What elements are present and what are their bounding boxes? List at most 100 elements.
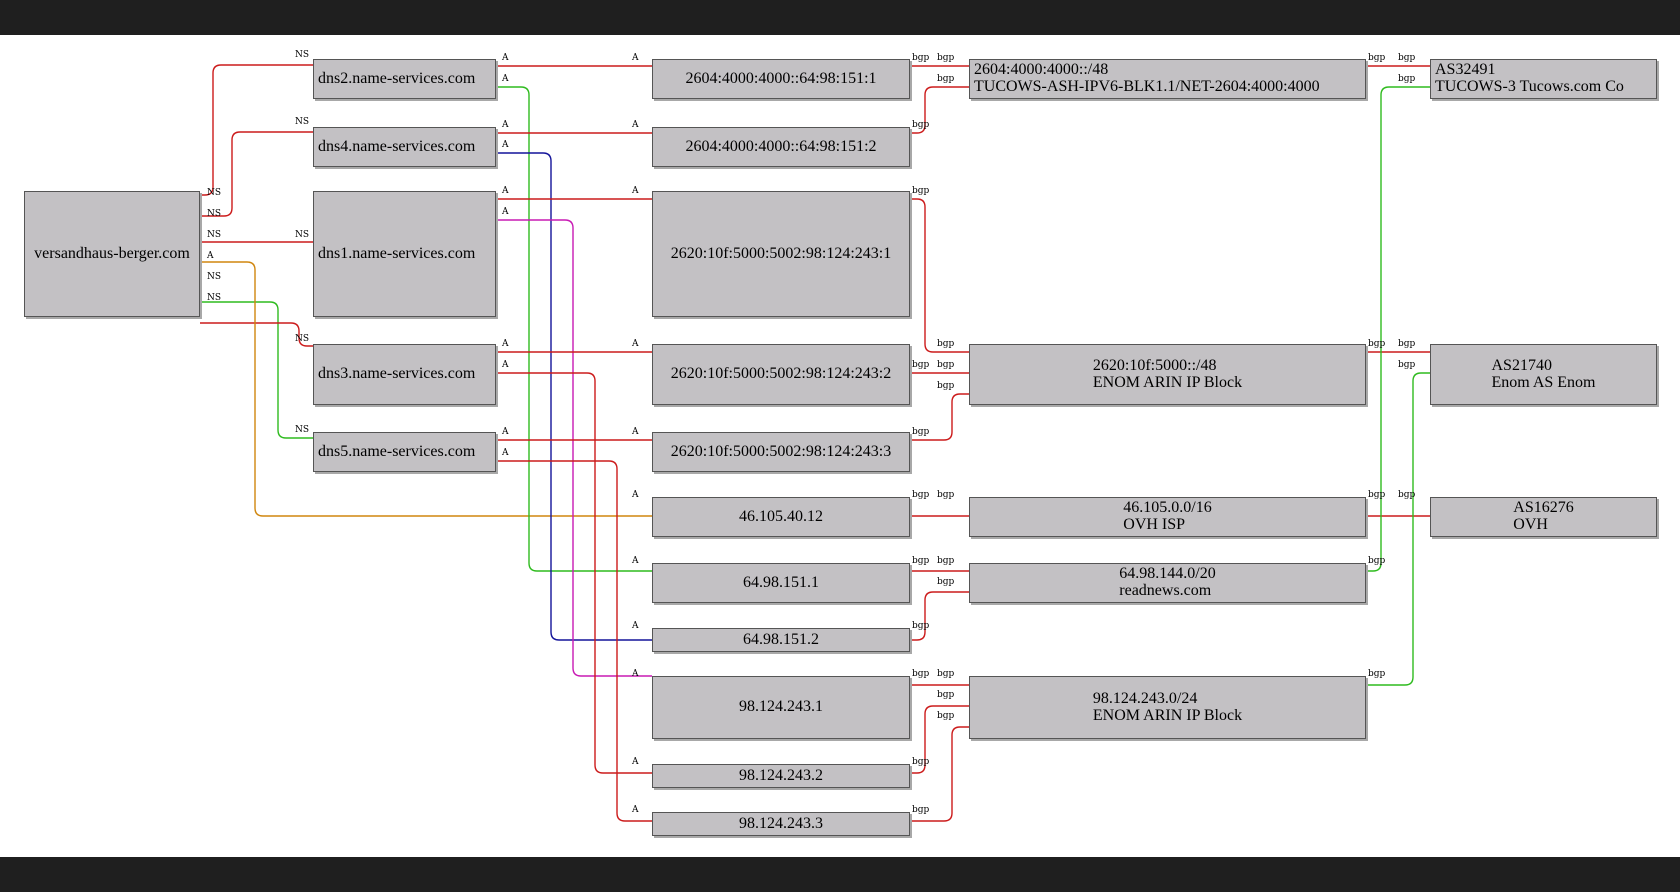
domain-node[interactable]: versandhaus-berger.com: [24, 191, 200, 317]
edge-label: A: [631, 621, 639, 631]
ip-node-2620-3[interactable]: 2620:10f:5000:5002:98:124:243:3: [652, 432, 910, 472]
as-name: TUCOWS-3 Tucows.com Co: [1435, 78, 1624, 95]
edge-label: A: [501, 74, 509, 84]
ip-node-98-124-1[interactable]: 98.124.243.1: [652, 676, 910, 739]
network-prefix: 2604:4000:4000::/48: [974, 61, 1109, 79]
edge-label: bgp: [912, 490, 930, 500]
edge-label: A: [631, 186, 639, 196]
edge-label: NS: [207, 272, 221, 282]
domain-node-label: versandhaus-berger.com: [34, 244, 190, 262]
edge-label: bgp: [1368, 669, 1386, 679]
nameserver-node-dns2[interactable]: dns2.name-services.com: [313, 59, 496, 99]
nameserver-label: dns3.name-services.com: [318, 365, 476, 383]
a-edge-dns3-ip4-4: [496, 372, 652, 774]
edge-label: bgp: [912, 805, 930, 815]
ip-label: 64.98.151.1: [743, 573, 819, 591]
edge-label: bgp: [1368, 339, 1386, 349]
a-edge-dns4-ip4-2: [496, 152, 652, 641]
ns-edge-dns3: [200, 322, 313, 347]
ip-label: 2620:10f:5000:5002:98:124:243:1: [670, 244, 892, 262]
ip-node-2620-1[interactable]: 2620:10f:5000:5002:98:124:243:1: [652, 191, 910, 317]
edge-label: bgp: [937, 53, 955, 63]
edges-layer: NSNSNSANSNSNSNSNSNSNSAAAAAAAAAAAAAAAAAAA…: [200, 50, 1430, 822]
ip-node-98-124-3[interactable]: 98.124.243.3: [652, 812, 910, 836]
edge-label: bgp: [937, 490, 955, 500]
edge-label: A: [631, 120, 639, 130]
edge-label: bgp: [1398, 339, 1416, 349]
nameserver-label: dns5.name-services.com: [318, 442, 476, 460]
edge-label: A: [631, 490, 639, 500]
edge-label: bgp: [937, 577, 955, 587]
bgp-edge-ip4-5: [910, 726, 969, 822]
ip-label: 2604:4000:4000::64:98:151:1: [685, 69, 877, 87]
edge-label: bgp: [912, 556, 930, 566]
edge-label: A: [631, 339, 639, 349]
edge-label: A: [206, 251, 214, 261]
network-name: ENOM ARIN IP Block: [1092, 706, 1243, 724]
a-edge-domain-ovh: [200, 261, 652, 517]
edge-label: bgp: [937, 381, 955, 391]
bgp-edge-ip6-3: [910, 198, 969, 353]
edge-label: NS: [295, 230, 309, 240]
edge-label: A: [501, 120, 509, 130]
nameserver-label: dns4.name-services.com: [318, 137, 476, 155]
ip-node-64-98-1[interactable]: 64.98.151.1: [652, 563, 910, 603]
nameserver-label: dns2.name-services.com: [318, 69, 476, 87]
edge-label: bgp: [912, 757, 930, 767]
as-number: AS16276: [1513, 499, 1574, 517]
edge-label: A: [501, 186, 509, 196]
ip-node-46-105[interactable]: 46.105.40.12: [652, 497, 910, 537]
ip-node-2604-1[interactable]: 2604:4000:4000::64:98:151:1: [652, 59, 910, 99]
nameserver-node-dns4[interactable]: dns4.name-services.com: [313, 127, 496, 167]
network-name: readnews.com: [1119, 582, 1212, 599]
network-prefix: 2620:10f:5000::/48: [1092, 356, 1217, 374]
edge-label: A: [501, 207, 509, 217]
ip-label: 2620:10f:5000:5002:98:124:243:3: [670, 442, 892, 460]
network-prefix: 46.105.0.0/16: [1123, 499, 1212, 517]
ns-edge-dns2: [200, 64, 313, 196]
a-edge-dns1-ip4-3: [496, 219, 652, 677]
ip-node-2620-2[interactable]: 2620:10f:5000:5002:98:124:243:2: [652, 344, 910, 405]
edge-label: bgp: [912, 360, 930, 370]
edge-label: NS: [207, 293, 221, 303]
edge-label: NS: [295, 425, 309, 435]
edge-label: bgp: [1398, 74, 1416, 84]
edge-label: bgp: [912, 669, 930, 679]
edge-label: bgp: [1398, 53, 1416, 63]
nameserver-node-dns1[interactable]: dns1.name-services.com: [313, 191, 496, 317]
ip-label: 2604:4000:4000::64:98:151:2: [685, 137, 877, 155]
ip-node-98-124-2[interactable]: 98.124.243.2: [652, 764, 910, 788]
as-number: AS21740: [1491, 356, 1552, 374]
edge-label: bgp: [1398, 360, 1416, 370]
bgp-edge-ip6-5: [910, 393, 969, 441]
ns-edge-dns4: [200, 131, 313, 217]
edge-label: bgp: [937, 74, 955, 84]
edge-label: NS: [207, 230, 221, 240]
as-name: Enom AS Enom: [1491, 373, 1596, 391]
ip-label: 46.105.40.12: [739, 507, 823, 525]
edge-label: NS: [295, 50, 309, 60]
ip-node-2604-2[interactable]: 2604:4000:4000::64:98:151:2: [652, 127, 910, 167]
a-edge-dns2-ip4-1: [496, 86, 652, 572]
edge-label: bgp: [937, 711, 955, 721]
nameserver-node-dns3[interactable]: dns3.name-services.com: [313, 344, 496, 405]
edge-label: bgp: [937, 339, 955, 349]
edge-label: bgp: [1368, 556, 1386, 566]
ns-edge-dns5: [200, 301, 313, 439]
edge-label: A: [501, 140, 509, 150]
a-edge-dns5-ip4-5: [496, 460, 652, 822]
nameserver-node-dns5[interactable]: dns5.name-services.com: [313, 432, 496, 472]
edge-label: bgp: [937, 360, 955, 370]
as-number: AS32491: [1435, 61, 1496, 79]
edge-label: bgp: [912, 120, 930, 130]
ip-node-64-98-2[interactable]: 64.98.151.2: [652, 628, 910, 652]
edge-label: NS: [295, 334, 309, 344]
